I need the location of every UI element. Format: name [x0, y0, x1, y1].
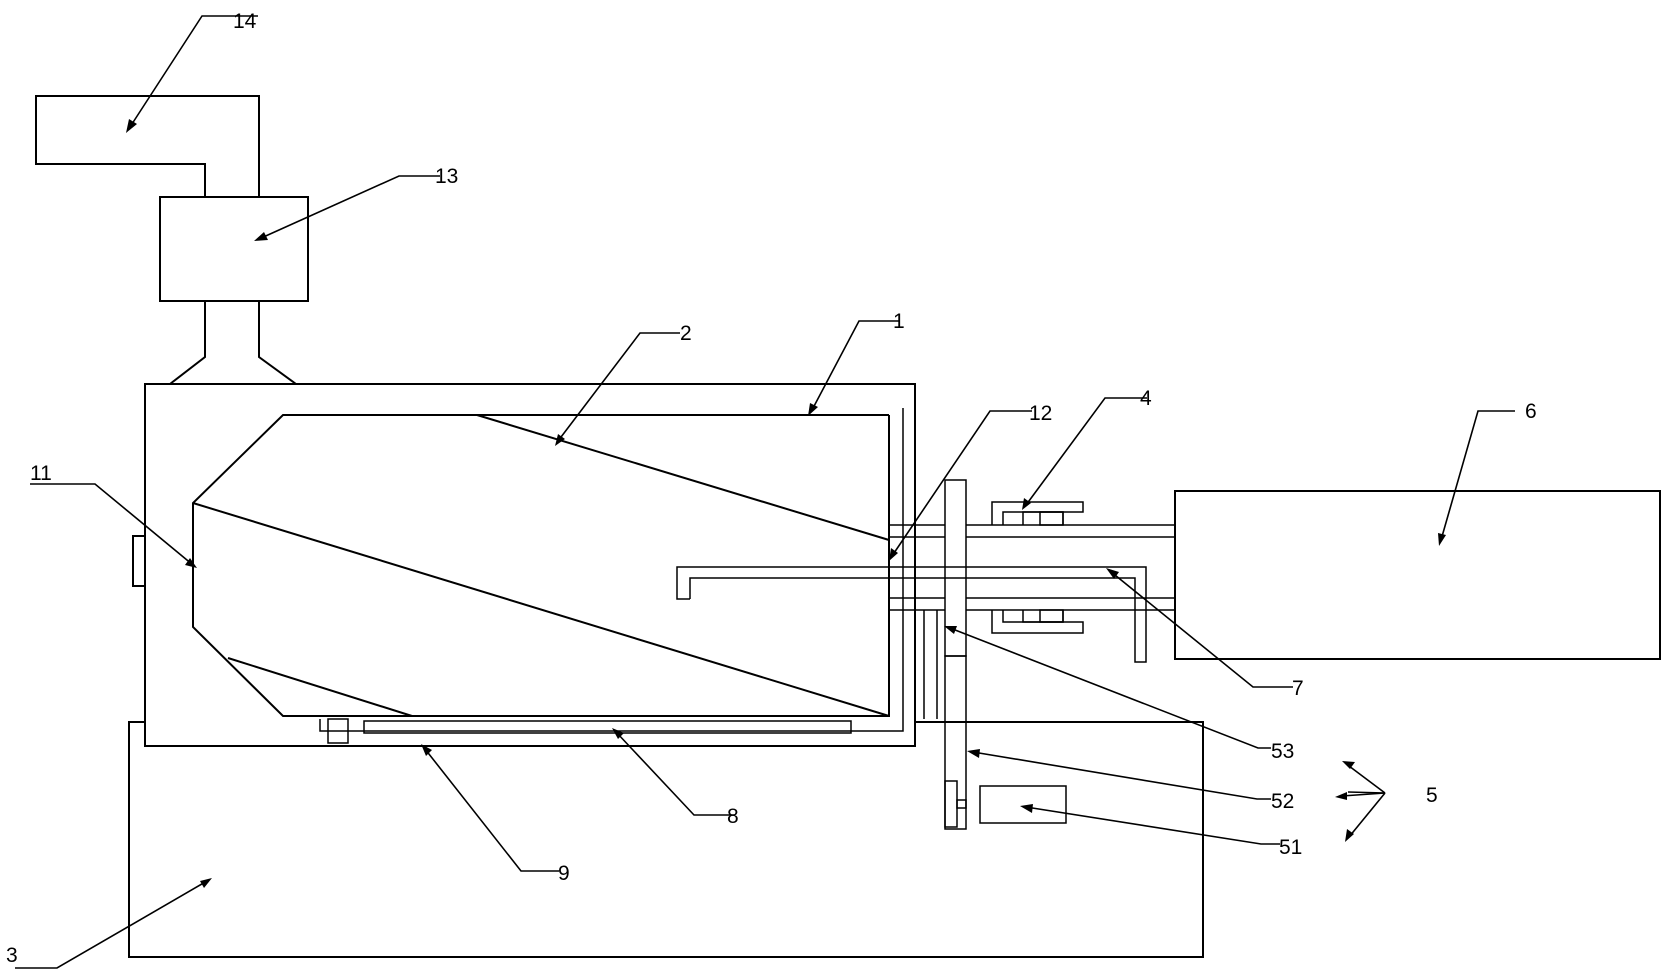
- label-12: 12: [1029, 402, 1052, 425]
- bearing: [991, 501, 1084, 634]
- label-11: 11: [30, 462, 52, 485]
- transmission: [923, 479, 1067, 830]
- label-53: 53: [1271, 740, 1294, 763]
- label-1: 1: [893, 310, 905, 333]
- hollow-shaft: [889, 524, 1175, 611]
- label-8: 8: [727, 805, 739, 828]
- filter-box: [159, 196, 309, 302]
- drum: [192, 414, 890, 717]
- label-52: 52: [1271, 790, 1294, 813]
- hood: [169, 301, 297, 385]
- label-2: 2: [680, 322, 692, 345]
- side-door: [132, 535, 146, 587]
- reference-labels: 14 13 1 2 11 12 4 6 7 53 52 51 5 8 9 3: [6, 10, 1537, 967]
- label-14: 14: [233, 10, 257, 33]
- label-9: 9: [558, 862, 570, 885]
- label-7: 7: [1292, 677, 1304, 700]
- label-4: 4: [1140, 387, 1152, 410]
- base: [128, 721, 1204, 958]
- leader-lines: [15, 15, 1515, 969]
- label-51: 51: [1279, 836, 1302, 859]
- label-13: 13: [435, 165, 458, 188]
- inner-pipe: [676, 566, 1147, 663]
- heater-strip: [327, 718, 852, 744]
- label-5: 5: [1426, 784, 1438, 807]
- drive-motor: [1174, 490, 1661, 660]
- exhaust-duct: [35, 95, 260, 197]
- label-3: 3: [6, 944, 18, 967]
- label-6: 6: [1525, 400, 1537, 423]
